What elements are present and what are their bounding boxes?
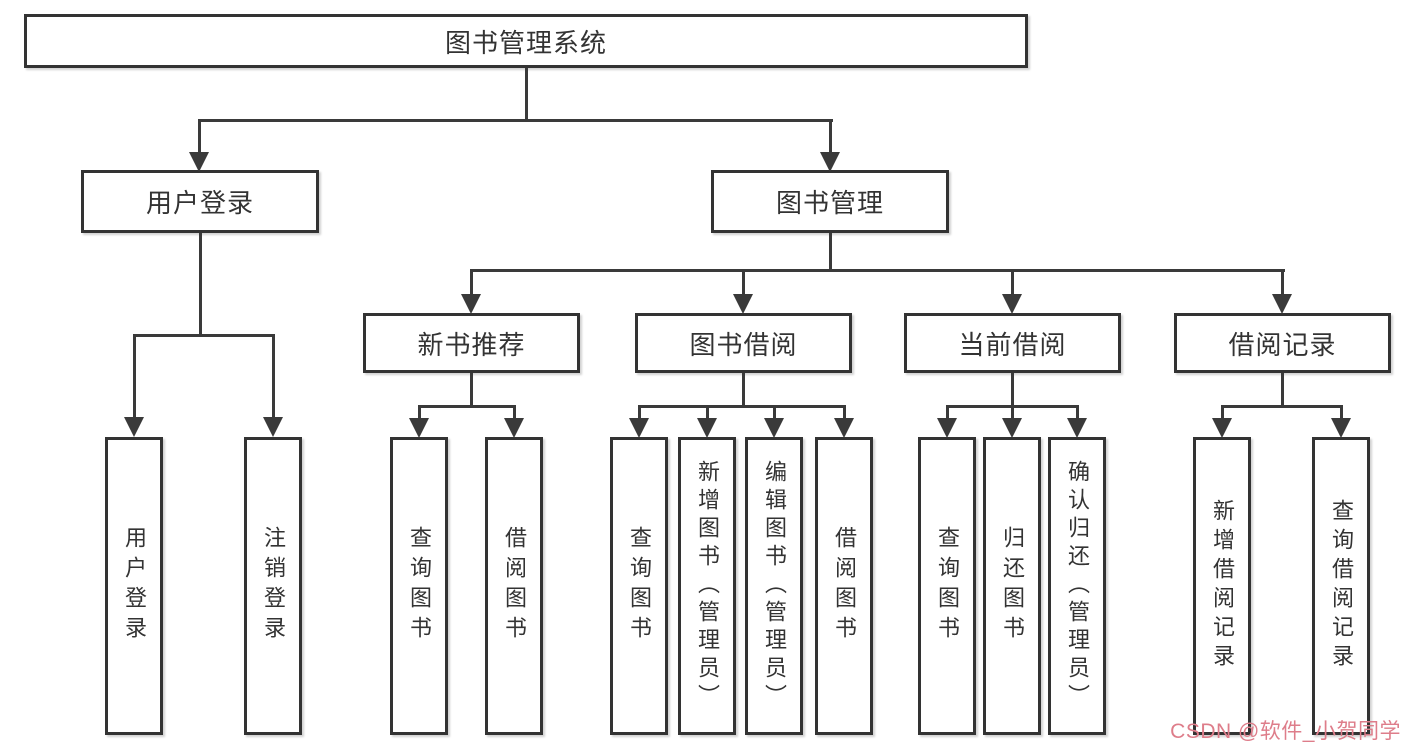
node-borrow-records: 借阅记录 <box>1174 313 1391 373</box>
connector-line <box>828 233 832 272</box>
connector-line <box>1339 405 1343 420</box>
arrowhead-down-icon <box>1272 294 1292 314</box>
arrowhead-down-icon <box>461 294 481 314</box>
node-label: 查询借阅记录 <box>1329 499 1354 673</box>
arrowhead-down-icon <box>1331 418 1351 438</box>
node-label: 用户登录 <box>145 188 254 218</box>
arrowhead-down-icon <box>937 418 957 438</box>
connector-line <box>197 119 201 154</box>
connector-line <box>772 405 776 420</box>
arrowhead-down-icon <box>629 418 649 438</box>
arrowhead-down-icon <box>820 152 840 172</box>
arrowhead-down-icon <box>1067 418 1087 438</box>
arrowhead-down-icon <box>1002 294 1022 314</box>
node-label: 查询图书 <box>935 526 960 646</box>
leaf-user-login: 用户登录 <box>105 437 163 735</box>
connector-line <box>705 405 709 420</box>
connector-line <box>199 119 833 122</box>
leaf-query-borrow-record: 查询借阅记录 <box>1312 437 1370 735</box>
node-label: 当前借阅 <box>958 329 1067 360</box>
node-label: 查询图书 <box>627 526 652 646</box>
node-label: 注销登录 <box>261 526 286 646</box>
connector-line <box>828 119 832 154</box>
leaf-logout: 注销登录 <box>244 437 302 735</box>
leaf-borrow-books-2: 借阅图书 <box>815 437 873 735</box>
node-label: 借阅图书 <box>502 526 527 646</box>
connector-line <box>1075 405 1079 420</box>
leaf-query-books-2: 查询图书 <box>610 437 668 735</box>
node-label: 用户登录 <box>122 526 147 646</box>
connector-line <box>469 269 1285 272</box>
connector-line <box>945 405 949 420</box>
arrowhead-down-icon <box>1002 418 1022 438</box>
connector-line <box>742 373 745 407</box>
csdn-watermark: CSDN @软件_小贺同学 <box>1170 720 1401 743</box>
node-label: 新增借阅记录 <box>1210 499 1235 673</box>
leaf-add-borrow-record: 新增借阅记录 <box>1193 437 1251 735</box>
node-label: 图书管理系统 <box>444 27 607 58</box>
leaf-confirm-return-admin: 确认归还（管理员） <box>1048 437 1106 735</box>
node-label: 图书管理 <box>775 188 884 218</box>
connector-line <box>1281 373 1284 407</box>
connector-line <box>742 269 745 296</box>
connector-line <box>271 334 275 419</box>
connector-line <box>132 334 275 337</box>
leaf-query-books-3: 查询图书 <box>918 437 976 735</box>
arrowhead-down-icon <box>1212 418 1232 438</box>
leaf-add-book-admin: 新增图书（管理员） <box>678 437 736 735</box>
node-label: 编辑图书（管理员） <box>762 460 787 712</box>
arrowhead-down-icon <box>189 152 209 172</box>
node-label: 借阅图书 <box>832 526 857 646</box>
leaf-borrow-books-1: 借阅图书 <box>485 437 543 735</box>
node-current-borrowing: 当前借阅 <box>904 313 1121 373</box>
node-book-borrowing: 图书借阅 <box>635 313 852 373</box>
node-new-book-recommend: 新书推荐 <box>363 313 580 373</box>
node-book-management: 图书管理 <box>711 170 949 233</box>
connector-line <box>470 373 473 407</box>
node-label: 确认归还（管理员） <box>1065 460 1090 712</box>
arrowhead-down-icon <box>764 418 784 438</box>
node-label: 查询图书 <box>407 526 432 646</box>
leaf-return-book: 归还图书 <box>983 437 1041 735</box>
node-label: 归还图书 <box>1000 526 1025 646</box>
arrowhead-down-icon <box>697 418 717 438</box>
connector-line <box>524 68 528 121</box>
connector-line <box>417 405 516 408</box>
node-root-library-system: 图书管理系统 <box>24 14 1028 68</box>
connector-line <box>1220 405 1224 420</box>
connector-line <box>1011 405 1014 420</box>
connector-line <box>637 405 846 408</box>
leaf-edit-book-admin: 编辑图书（管理员） <box>745 437 803 735</box>
node-label: 新书推荐 <box>417 329 526 360</box>
arrowhead-down-icon <box>834 418 854 438</box>
connector-line <box>637 405 641 420</box>
node-user-login: 用户登录 <box>81 170 319 233</box>
arrowhead-down-icon <box>504 418 524 438</box>
connector-line <box>512 405 516 420</box>
connector-line <box>198 233 202 337</box>
connector-line <box>469 269 473 296</box>
connector-line <box>1011 269 1014 296</box>
leaf-query-books-1: 查询图书 <box>390 437 448 735</box>
connector-line <box>1011 373 1014 407</box>
arrowhead-down-icon <box>124 417 144 437</box>
connector-line <box>1281 269 1284 296</box>
connector-line <box>842 405 846 420</box>
connector-line <box>417 405 421 420</box>
connector-line <box>1220 405 1343 408</box>
arrowhead-down-icon <box>409 418 429 438</box>
arrowhead-down-icon <box>733 294 753 314</box>
node-label: 图书借阅 <box>689 329 798 360</box>
connector-line <box>132 334 136 419</box>
node-label: 新增图书（管理员） <box>695 460 720 712</box>
node-label: 借阅记录 <box>1228 329 1337 360</box>
arrowhead-down-icon <box>263 417 283 437</box>
